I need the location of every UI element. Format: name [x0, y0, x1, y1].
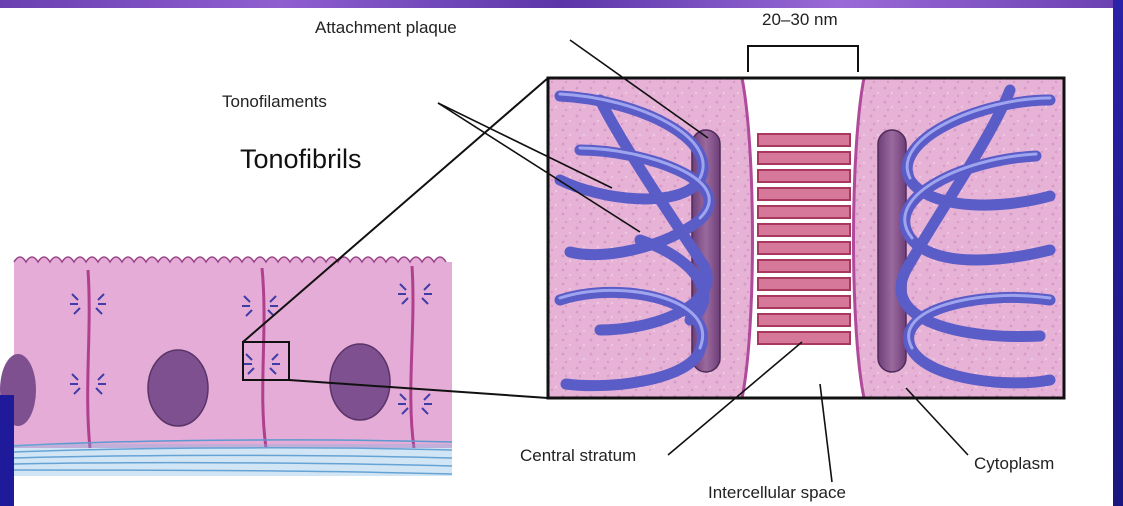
attachment-plaque-label: Attachment plaque: [315, 18, 457, 38]
intercellular-space-label: Intercellular space: [708, 483, 846, 503]
epithelial-tissue: [0, 257, 452, 476]
central-stratum-label: Central stratum: [520, 446, 636, 466]
left-frame-bar: [0, 395, 14, 506]
desmosome-enlarged-panel: [548, 78, 1064, 398]
right-frame-bar: [1113, 0, 1123, 506]
spacing-bracket: [748, 46, 858, 72]
tonofilaments-label: Tonofilaments: [222, 92, 327, 112]
cytoplasm-label: Cytoplasm: [974, 454, 1054, 474]
tonofibrils-label: Tonofibrils: [240, 144, 362, 175]
spacing-label: 20–30 nm: [762, 10, 838, 30]
